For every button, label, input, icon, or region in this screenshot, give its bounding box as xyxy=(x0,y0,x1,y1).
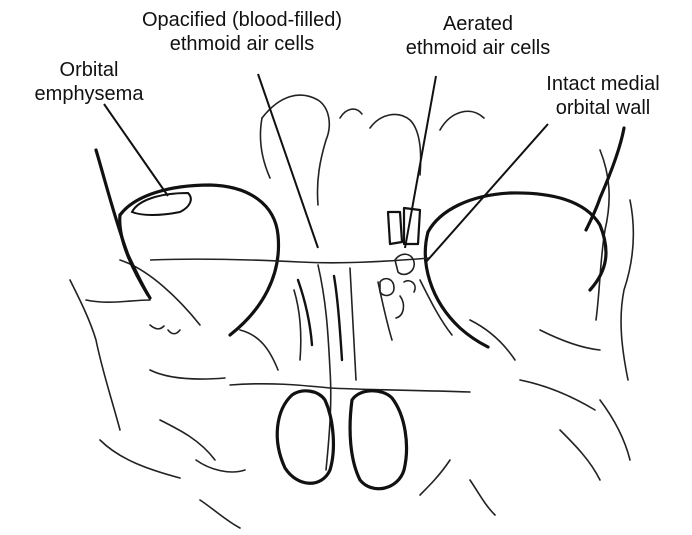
leader-orbital-emphysema xyxy=(104,104,168,196)
label-intact-medial-wall-line2: orbital wall xyxy=(528,96,678,120)
label-orbital-emphysema-line2: emphysema xyxy=(14,82,164,106)
nasal-passages xyxy=(277,391,406,489)
leader-opacified-ethmoid xyxy=(258,74,318,248)
ethmoid-block xyxy=(388,208,420,244)
label-intact-medial-wall: Intact medial orbital wall xyxy=(528,72,678,120)
label-opacified-ethmoid-line1: Opacified (blood-filled) xyxy=(122,8,362,32)
label-orbital-emphysema-line1: Orbital xyxy=(14,58,164,82)
label-opacified-ethmoid: Opacified (blood-filled) ethmoid air cel… xyxy=(122,8,362,56)
nasal-septum xyxy=(298,276,342,360)
label-intact-medial-wall-line1: Intact medial xyxy=(528,72,678,96)
skull-outline-thin xyxy=(70,95,633,528)
label-aerated-ethmoid-line2: ethmoid air cells xyxy=(386,36,570,60)
label-orbital-emphysema: Orbital emphysema xyxy=(14,58,164,106)
orbital-emphysema-pocket xyxy=(132,193,191,215)
label-aerated-ethmoid-line1: Aerated xyxy=(386,12,570,36)
right-orbit xyxy=(425,193,606,347)
leader-aerated-ethmoid xyxy=(405,76,436,248)
horizontal-floor-line xyxy=(150,258,430,263)
label-aerated-ethmoid: Aerated ethmoid air cells xyxy=(386,12,570,60)
label-opacified-ethmoid-line2: ethmoid air cells xyxy=(122,32,362,56)
